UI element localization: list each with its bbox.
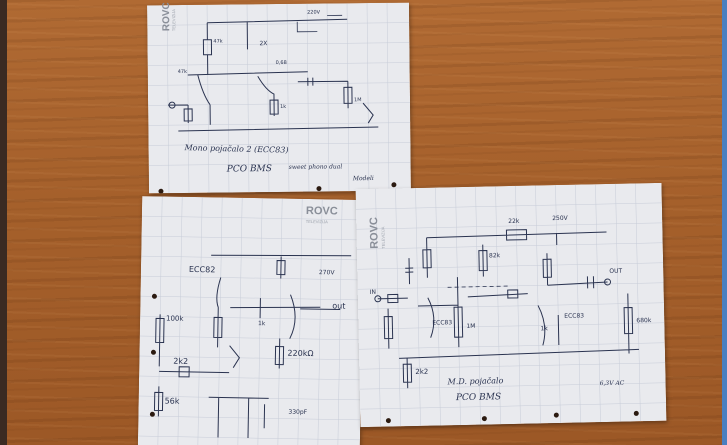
label-capacitor: 0,68: [275, 59, 287, 67]
sheet-right-drawing: [355, 182, 667, 428]
rovc-logo-subtitle: TELEVIZIJA: [305, 218, 328, 225]
label-resistor-3: 1M: [466, 322, 476, 330]
sheet-top-note: sweet phono dual: [288, 163, 343, 171]
sheet-right-caption: M.D. pojačalo: [447, 376, 504, 387]
label-input: IN: [369, 288, 377, 296]
label-resistor-4: 680k: [636, 317, 652, 325]
sheet-left-schematic: ROVC TELEVIZIJA ECC82 100k 2k2 56k 220kΩ…: [137, 196, 365, 445]
label-resistor-2: 47k: [177, 68, 188, 76]
label-resistor-5: 2k2: [415, 367, 429, 377]
right-frame-edge: [722, 0, 727, 445]
label-resistor-4: 220kΩ: [287, 348, 314, 359]
label-resistor-4: 1M: [353, 97, 362, 104]
rovc-logo-subtitle: TELEVIZIJA: [171, 9, 177, 32]
label-resistor-2: 2k2: [173, 356, 189, 366]
label-tube: ECC82: [188, 264, 216, 275]
sheet-top-schematic: ROVC TELEVIZIJA 47k 220V 2X 47k 1k 0,68 …: [147, 2, 411, 194]
label-resistor-5: 1k: [257, 320, 266, 328]
sheet-right-signature: PCO BMS: [455, 392, 502, 404]
label-voltage: 250V: [552, 214, 568, 223]
sheet-top-note-2: Modeli: [352, 175, 374, 183]
label-voltage: 270V: [318, 269, 335, 277]
label-output: out: [332, 301, 346, 311]
sheet-right-note: 6,3V AC: [599, 379, 625, 388]
label-voltage: 220V: [307, 9, 321, 16]
rovc-logo: ROVC: [368, 216, 381, 249]
label-resistor-1: 47k: [213, 38, 223, 45]
sheet-top-drawing: [147, 2, 411, 194]
label-tube-1: ECC83: [432, 319, 453, 327]
label-resistor-1: 100k: [165, 314, 184, 323]
label-resistor-2: 82k: [488, 252, 501, 260]
label-tube-2: ECC83: [564, 312, 585, 320]
sheet-right-schematic: ROVC TELEVIZIJA 22k 250V 82k ECC83 ECC83…: [355, 182, 667, 428]
rovc-logo: ROVC: [305, 204, 338, 218]
label-resistor-3: 56k: [164, 396, 180, 406]
label-tube-count: 2X: [259, 40, 268, 48]
label-resistor-3: 1k: [280, 103, 287, 110]
sheet-top-signature: PCO BMS: [226, 164, 272, 175]
label-resistor-6: 1k: [540, 325, 548, 333]
rovc-logo-subtitle: TELEVIZIJA: [380, 226, 386, 249]
label-output: OUT: [609, 267, 623, 275]
label-capacitor: 330pF: [288, 408, 308, 416]
label-resistor-1: 22k: [508, 217, 520, 226]
sheet-left-drawing: [137, 196, 365, 445]
left-frame-edge: [0, 0, 7, 445]
